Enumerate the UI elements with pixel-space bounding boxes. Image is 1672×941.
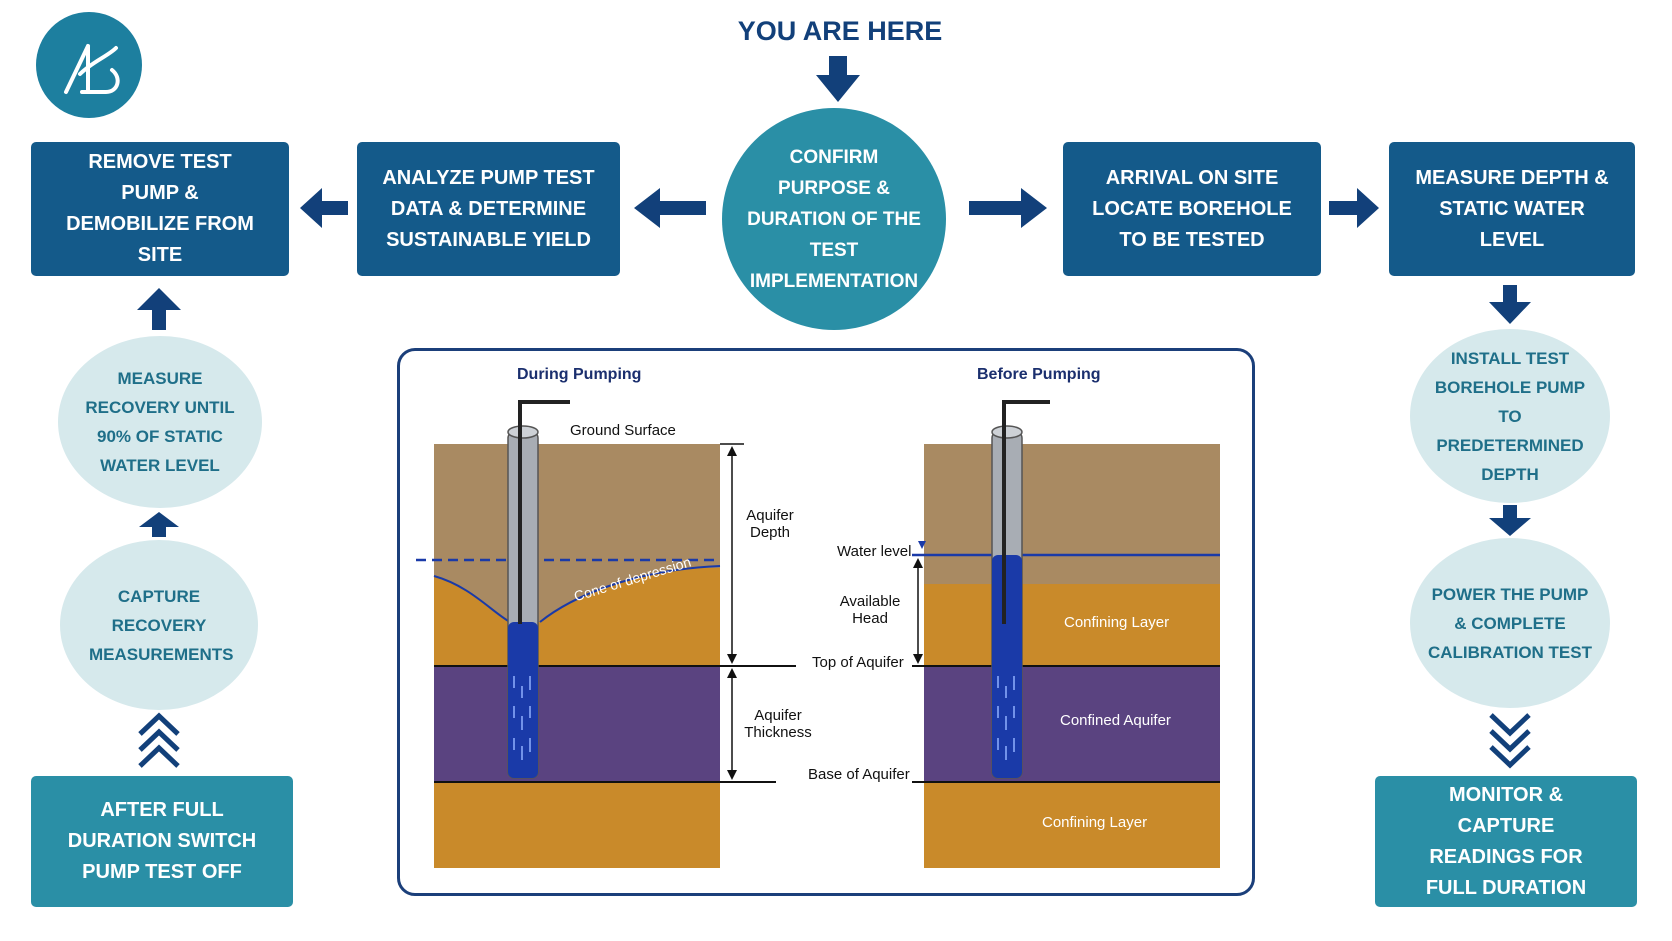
step-analyze: ANALYZE PUMP TEST DATA & DETERMINE SUSTA… xyxy=(357,142,620,276)
up-arrow-icon xyxy=(139,512,179,537)
step-capture-recovery-label: CAPTURE RECOVERY MEASUREMENTS xyxy=(89,586,234,664)
step-arrival-label: ARRIVAL ON SITE LOCATE BOREHOLE TO BE TE… xyxy=(1092,166,1292,251)
step-measure-recovery: MEASURE RECOVERY UNTIL 90% OF STATIC WAT… xyxy=(58,336,262,508)
step-analyze-label: ANALYZE PUMP TEST DATA & DETERMINE SUSTA… xyxy=(382,166,595,251)
logo-mark-icon xyxy=(64,44,120,94)
aquifer-thickness-line1: Aquifer xyxy=(754,707,802,724)
before-pumping-title: Before Pumping xyxy=(977,366,1101,383)
water-level-label: Water level xyxy=(837,543,912,560)
step-capture-recovery: CAPTURE RECOVERY MEASUREMENTS xyxy=(60,540,258,710)
step-power-pump-label: POWER THE PUMP & COMPLETE CALIBRATION TE… xyxy=(1427,584,1592,662)
down-arrow-icon xyxy=(1489,505,1531,536)
aquifer-depth-line1: Aquifer xyxy=(746,507,794,524)
chevrons-down-icon xyxy=(1489,713,1531,769)
left-arrow-icon xyxy=(300,188,348,228)
step-confirm-purpose-label: CONFIRM PURPOSE & DURATION OF THE TEST I… xyxy=(747,146,921,292)
top-of-aquifer-label: Top of Aquifer xyxy=(812,654,904,671)
up-arrow-icon xyxy=(137,288,181,330)
aquifer-depth-label: Aquifer Depth xyxy=(740,507,800,541)
base-of-aquifer-label: Base of Aquifer xyxy=(808,766,910,783)
step-remove-pump: REMOVE TEST PUMP & DEMOBILIZE FROM SITE xyxy=(31,142,289,276)
step-measure-recovery-label: MEASURE RECOVERY UNTIL 90% OF STATIC WAT… xyxy=(85,369,235,475)
ground-surface-label: Ground Surface xyxy=(570,422,676,439)
chevrons-up-icon xyxy=(138,712,180,768)
right-arrow-icon xyxy=(1329,188,1379,228)
down-arrow-icon xyxy=(816,56,860,102)
confined-aquifer-label: Confined Aquifer xyxy=(1060,712,1171,729)
step-confirm-purpose: CONFIRM PURPOSE & DURATION OF THE TEST I… xyxy=(722,108,946,330)
logo xyxy=(36,12,142,118)
left-arrow-icon xyxy=(634,188,706,228)
confining-layer-bottom-label: Confining Layer xyxy=(1042,814,1148,831)
step-remove-pump-label: REMOVE TEST PUMP & DEMOBILIZE FROM SITE xyxy=(66,151,254,266)
step-switch-off-label: AFTER FULL DURATION SWITCH PUMP TEST OFF xyxy=(67,799,257,883)
aquifer-thickness-label: Aquifer Thickness xyxy=(738,707,818,741)
during-pumping-title: During Pumping xyxy=(517,366,642,383)
step-measure-depth: MEASURE DEPTH & STATIC WATER LEVEL xyxy=(1389,142,1635,276)
step-measure-depth-label: MEASURE DEPTH & STATIC WATER LEVEL xyxy=(1415,166,1609,251)
you-are-here-label: YOU ARE HERE xyxy=(737,16,943,46)
available-head-line1: Available xyxy=(839,593,901,610)
available-head-line2: Head xyxy=(852,610,888,627)
step-monitor-label: MONITOR & CAPTURE READINGS FOR FULL DURA… xyxy=(1425,783,1587,899)
available-head-label: Available Head xyxy=(830,593,910,627)
step-install-pump: INSTALL TEST BOREHOLE PUMP TO PREDETERMI… xyxy=(1410,329,1610,503)
step-install-pump-label: INSTALL TEST BOREHOLE PUMP TO PREDETERMI… xyxy=(1434,348,1586,484)
aquifer-thickness-line2: Thickness xyxy=(744,724,812,741)
step-switch-off: AFTER FULL DURATION SWITCH PUMP TEST OFF xyxy=(31,776,293,907)
step-arrival: ARRIVAL ON SITE LOCATE BOREHOLE TO BE TE… xyxy=(1063,142,1321,276)
down-arrow-icon xyxy=(1489,285,1531,324)
step-monitor: MONITOR & CAPTURE READINGS FOR FULL DURA… xyxy=(1375,776,1637,907)
confining-layer-top-label: Confining Layer xyxy=(1064,614,1170,631)
step-power-pump: POWER THE PUMP & COMPLETE CALIBRATION TE… xyxy=(1410,538,1610,708)
right-arrow-icon xyxy=(969,188,1047,228)
aquifer-depth-line2: Depth xyxy=(749,524,791,541)
